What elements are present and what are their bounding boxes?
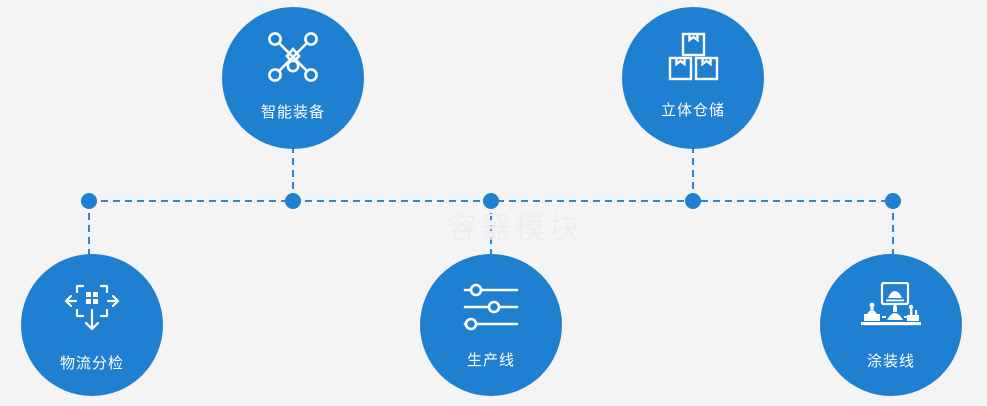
sliders-icon [462, 283, 520, 331]
network-nodes-icon [265, 29, 321, 85]
node-intelligent-equipment[interactable]: 智能装备 [222, 7, 364, 149]
node-label-stereoscopic-warehouse: 立体仓储 [660, 100, 725, 119]
node-label-production-line: 生产线 [466, 350, 515, 369]
node-production-line[interactable]: 生产线 [420, 254, 562, 396]
joint-dot-stereoscopic-warehouse [685, 193, 701, 209]
joint-dot-intelligent-equipment [285, 193, 301, 209]
joint-dot-production-line [483, 193, 499, 209]
node-logistics-sorting[interactable]: 物流分检 [21, 254, 163, 396]
node-label-intelligent-equipment: 智能装备 [260, 102, 325, 121]
joint-dot-logistics-sorting [81, 193, 97, 209]
node-stereoscopic-warehouse[interactable]: 立体仓储 [622, 7, 764, 149]
joint-dot-painting-line [885, 193, 901, 209]
node-painting-line[interactable]: 涂装线 [820, 254, 962, 396]
node-label-painting-line: 涂装线 [866, 351, 915, 370]
paint-booth-icon [860, 281, 922, 332]
watermark-text: 容器模块 [447, 211, 583, 246]
node-label-logistics-sorting: 物流分检 [59, 353, 124, 372]
stacked-boxes-icon [665, 31, 721, 83]
sorting-arrows-icon [62, 280, 122, 334]
